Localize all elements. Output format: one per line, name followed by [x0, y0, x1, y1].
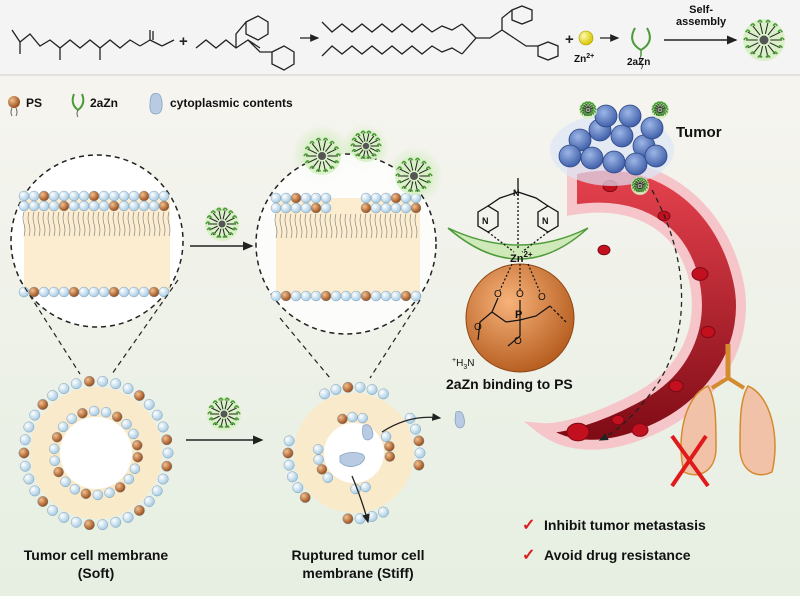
- stiff-bilayer: [270, 192, 422, 302]
- outcome-item: ✓ Inhibit tumor metastasis: [522, 510, 706, 540]
- binding-ammonium-label: +H3N: [452, 357, 474, 371]
- plus-sign-2: +: [565, 31, 574, 48]
- binding-diagram: N N N Zn2+ O O O P O O +H3N: [447, 178, 589, 373]
- legend-2azn-label: 2aZn: [90, 96, 118, 110]
- 2azn-complex-label: 2aZn: [627, 57, 650, 68]
- soft-membrane-subtitle: (Soft): [77, 565, 115, 581]
- binding-amine-n: N: [513, 188, 520, 198]
- cytoplasm-fragment-2: [362, 424, 374, 441]
- acrylate-structure: [11, 29, 175, 60]
- top-panel-background: [0, 0, 800, 75]
- check-icon: ✓: [522, 547, 536, 564]
- legend: PS 2aZn cytoplasmic contents: [8, 92, 293, 118]
- tumor-mass: [550, 101, 674, 195]
- binding-pyridine-n-left: N: [482, 216, 489, 226]
- cytoplasm-fragment-1: [339, 452, 365, 467]
- self-assembly-label: Self- assembly: [676, 4, 727, 28]
- binding-pyridine-n-right: N: [542, 216, 549, 226]
- outcome-list: ✓ Inhibit tumor metastasis ✓ Avoid drug …: [522, 510, 706, 570]
- amine-structure: [195, 15, 295, 71]
- stiff-membrane-caption: Ruptured tumor cell membrane (Stiff): [268, 546, 448, 582]
- tumor-label: Tumor: [676, 124, 722, 141]
- binding-caption: 2aZn binding to PS: [446, 376, 573, 392]
- leak-arrow-2: [351, 475, 370, 524]
- blocked-metastasis-cross: [670, 434, 710, 488]
- cytoplasm-fragment-3: [454, 410, 465, 429]
- binding-p-atom: P: [515, 309, 522, 321]
- 2azn-crescent: [447, 227, 589, 260]
- zinc-ion-label: Zn2+: [574, 53, 594, 65]
- micelle-nanoparticle-top: [743, 19, 785, 61]
- circulation-path-arrow: [598, 189, 683, 441]
- soft-bilayer: [18, 190, 171, 298]
- binding-o-3: O: [538, 292, 546, 303]
- binding-o-4: O: [474, 322, 482, 333]
- check-icon: ✓: [522, 517, 536, 534]
- stiff-membrane-subtitle: membrane (Stiff): [302, 565, 414, 581]
- lungs-icon: [680, 344, 776, 476]
- micelle-nanoparticle-low: [207, 397, 241, 431]
- soft-vesicle: [18, 375, 174, 531]
- micelle-nanoparticle-mid: [205, 207, 239, 241]
- 2azn-complex-icon: [631, 27, 651, 70]
- legend-cytoplasm-icon: [149, 92, 163, 115]
- legend-cytoplasmic-label: cytoplasmic contents: [170, 96, 293, 110]
- soft-membrane-title: Tumor cell membrane: [23, 547, 169, 563]
- red-blood-cells: [566, 179, 716, 442]
- zinc-ion: [578, 30, 594, 46]
- binding-o-5: O: [514, 336, 522, 347]
- stiff-membrane-title: Ruptured tumor cell: [291, 547, 425, 563]
- soft-membrane-caption: Tumor cell membrane (Soft): [6, 546, 186, 582]
- binding-zn-label: Zn2+: [510, 250, 533, 265]
- outcome-item: ✓ Avoid drug resistance: [522, 540, 706, 570]
- product-structure: [321, 5, 559, 61]
- plus-sign-1: +: [179, 33, 188, 50]
- binding-o-2: O: [516, 289, 524, 300]
- binding-o-1: O: [494, 289, 502, 300]
- leak-arrow-1: [381, 413, 442, 433]
- ps-legend-bead: [8, 96, 20, 108]
- attacking-micelles: [303, 130, 433, 195]
- outcome-text: Avoid drug resistance: [544, 547, 691, 563]
- outcome-text: Inhibit tumor metastasis: [544, 517, 706, 533]
- legend-ps-label: PS: [26, 96, 42, 110]
